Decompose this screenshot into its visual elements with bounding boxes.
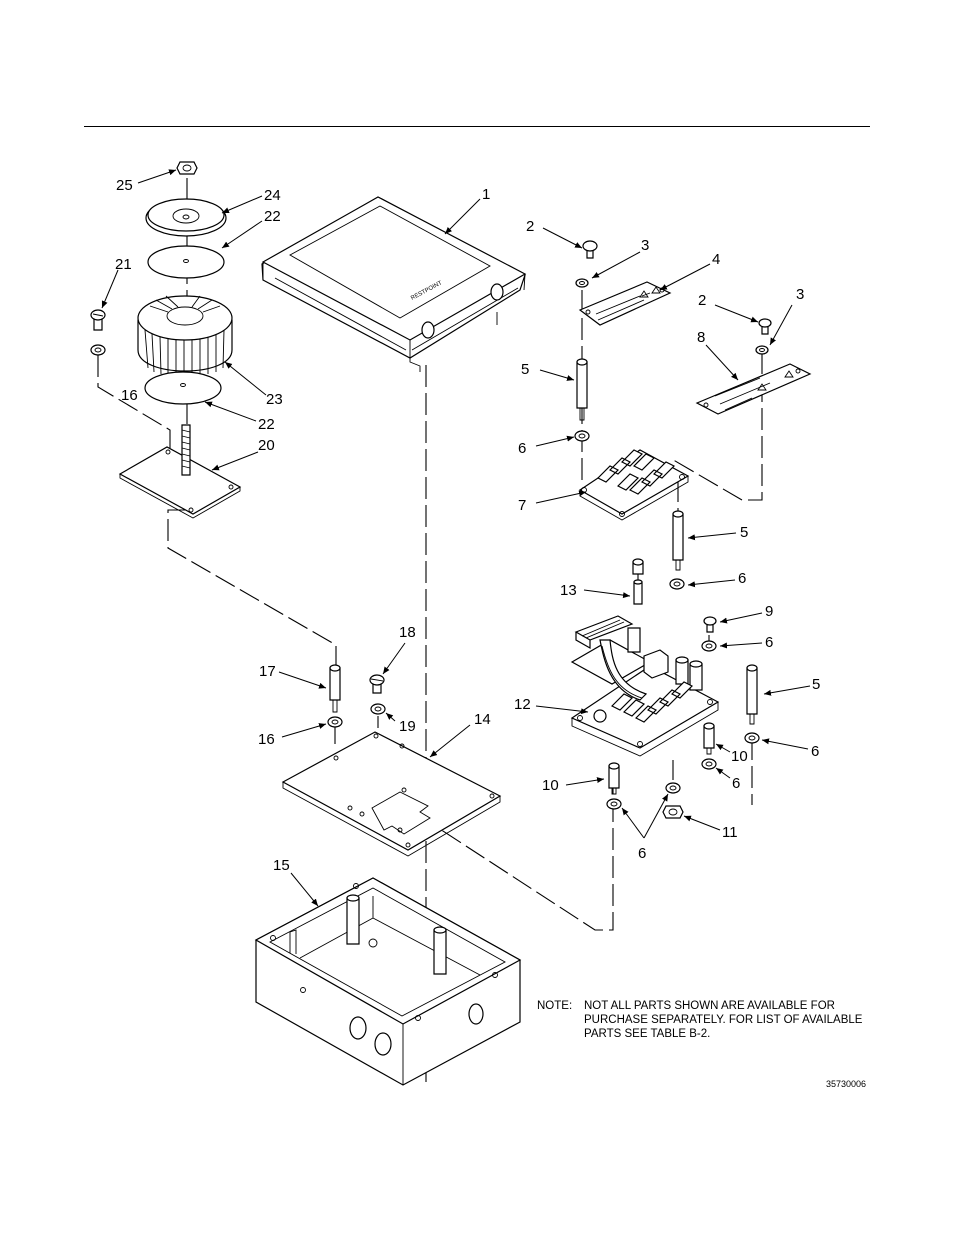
washer-19 — [370, 703, 386, 715]
callout-19: 19 — [399, 718, 416, 735]
toroid-23 — [137, 295, 233, 376]
callout-24: 24 — [264, 187, 281, 204]
callout-22-top: 22 — [264, 208, 281, 225]
standoff-5-c — [746, 664, 758, 725]
washer-22-bottom — [144, 371, 222, 405]
washer-22-top — [147, 245, 225, 279]
plate-20 — [118, 424, 242, 519]
spacer-10-a — [703, 722, 715, 755]
note-label: NOTE: — [537, 1000, 573, 1012]
nut-25 — [176, 161, 198, 175]
callout-20: 20 — [258, 437, 275, 454]
callout-2-a: 2 — [526, 218, 534, 235]
callout-4: 4 — [712, 251, 720, 268]
screw-2-b — [758, 318, 772, 335]
callout-8: 8 — [697, 329, 705, 346]
callout-17: 17 — [259, 663, 276, 680]
screw-21 — [90, 309, 106, 331]
callout-16-lower: 16 — [258, 731, 275, 748]
callout-6-b: 6 — [738, 570, 746, 587]
callout-numbers: 25 24 22 21 16 23 22 20 1 2 3 4 2 3 8 5 … — [115, 177, 820, 874]
callout-21: 21 — [115, 256, 132, 273]
spacer-10-b — [608, 762, 620, 795]
board-7 — [578, 449, 690, 521]
plate-14 — [281, 731, 502, 857]
figure-number: 35730006 — [826, 1079, 867, 1089]
callout-25: 25 — [116, 177, 133, 194]
screw-9 — [703, 616, 717, 633]
leader-lines — [101, 169, 811, 907]
washer-24 — [145, 198, 227, 237]
screw-2-a — [582, 240, 598, 259]
screw-18 — [369, 674, 385, 694]
fuse-13 — [633, 579, 643, 605]
callout-6-f: 6 — [638, 845, 646, 862]
callout-13: 13 — [560, 582, 577, 599]
label-plate-4 — [578, 281, 672, 326]
callout-6-d: 6 — [811, 743, 819, 760]
washer-3-b — [755, 345, 769, 355]
callout-3-b: 3 — [796, 286, 804, 303]
callout-2-b: 2 — [698, 292, 706, 309]
callout-6-a: 6 — [518, 440, 526, 457]
callout-5-a: 5 — [521, 361, 529, 378]
callout-9: 9 — [765, 603, 773, 620]
callout-11: 11 — [722, 824, 738, 841]
callout-12: 12 — [514, 696, 531, 713]
callout-5-b: 5 — [740, 524, 748, 541]
callout-6-c: 6 — [765, 634, 773, 651]
washer-3-a — [575, 278, 589, 288]
note-text: NOT ALL PARTS SHOWN ARE AVAILABLE FOR PU… — [584, 1000, 863, 1040]
cover-1: RESTPOINT — [261, 196, 527, 372]
washer-6-d — [744, 732, 760, 744]
enclosure-15 — [254, 877, 522, 1086]
standoff-17 — [329, 664, 341, 713]
callout-10-a: 10 — [731, 748, 748, 765]
callout-18: 18 — [399, 624, 416, 641]
header-rule — [84, 126, 870, 127]
callout-3-a: 3 — [641, 237, 649, 254]
washer-6-c — [701, 640, 717, 652]
washer-6-b — [669, 578, 685, 590]
callout-22-bottom: 22 — [258, 416, 275, 433]
washer-6-e — [701, 758, 717, 770]
washer-6-g — [665, 782, 681, 794]
washer-6-a — [574, 430, 590, 442]
callout-5-c: 5 — [812, 676, 820, 693]
standoff-5-a — [576, 358, 588, 421]
callout-10-b: 10 — [542, 777, 559, 794]
callout-1: 1 — [482, 186, 490, 203]
standoff-5-b — [672, 510, 684, 571]
callout-15: 15 — [273, 857, 290, 874]
cap-13 — [632, 558, 644, 575]
washer-6-f — [606, 798, 622, 810]
label-plate-8 — [695, 363, 812, 415]
washer-16-left — [90, 344, 106, 356]
nut-11 — [662, 805, 684, 819]
washer-16-lower — [327, 716, 343, 728]
callout-16-left: 16 — [121, 387, 138, 404]
callout-23: 23 — [266, 391, 283, 408]
callout-14: 14 — [474, 711, 491, 728]
callout-6-e: 6 — [732, 775, 740, 792]
callout-7: 7 — [518, 497, 526, 514]
board-12 — [570, 615, 720, 757]
